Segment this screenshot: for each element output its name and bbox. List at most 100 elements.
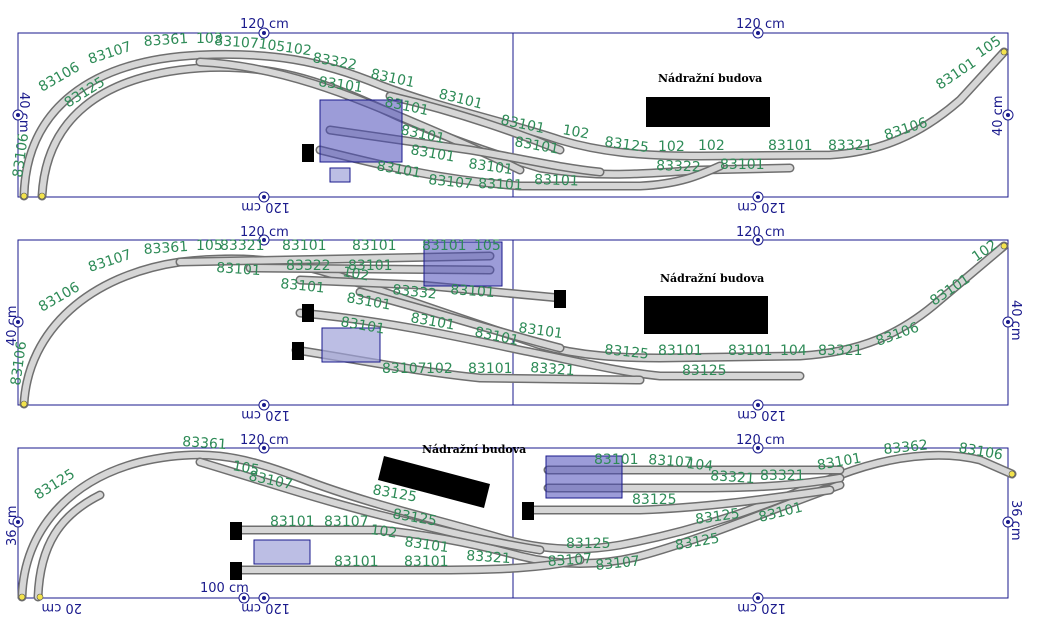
svg-text:83361: 83361	[182, 434, 228, 453]
svg-text:83101: 83101	[317, 74, 363, 96]
board-2-screws	[12, 234, 1014, 411]
svg-text:83101: 83101	[403, 534, 449, 556]
board-2-bottom-dim-left: 120 cm	[241, 407, 290, 422]
buffer-stop-3b	[230, 562, 242, 580]
svg-text:83101: 83101	[422, 238, 467, 254]
board-1-left-dim: 40 cm	[16, 92, 31, 133]
board-3-bottom-dim-right: 120 cm	[737, 600, 786, 615]
buffer-stop-3c	[522, 502, 534, 520]
svg-text:83101: 83101	[345, 290, 392, 313]
svg-text:102: 102	[561, 122, 590, 142]
svg-text:83321: 83321	[760, 468, 805, 484]
station-building-label-1: Nádražní budova	[658, 72, 762, 85]
buffer-stop-3a	[230, 522, 242, 540]
svg-text:104: 104	[686, 456, 714, 475]
platform-1	[319, 99, 403, 163]
svg-text:83101: 83101	[517, 320, 563, 342]
svg-text:83106: 83106	[957, 440, 1004, 464]
svg-text:104: 104	[780, 343, 807, 359]
svg-text:83107: 83107	[428, 172, 474, 193]
svg-text:83101: 83101	[280, 276, 326, 297]
svg-text:83125: 83125	[566, 536, 611, 552]
station-building-2	[644, 296, 768, 334]
svg-text:102: 102	[341, 264, 370, 284]
svg-text:83106: 83106	[10, 132, 32, 178]
svg-text:105102: 105102	[257, 36, 312, 59]
svg-text:83101: 83101	[478, 176, 523, 194]
svg-text:83101: 83101	[339, 314, 386, 337]
svg-text:83101: 83101	[467, 156, 513, 178]
buffer-stop-2c	[292, 342, 304, 360]
svg-text:83101: 83101	[348, 258, 393, 274]
svg-text:83125: 83125	[391, 506, 438, 529]
board-2-top-dim-right: 120 cm	[736, 225, 785, 240]
board-3-dim-20cm: 20 cm	[42, 600, 83, 615]
svg-text:83101: 83101	[728, 343, 773, 359]
buffer-stop-1a	[302, 144, 314, 162]
svg-text:83322: 83322	[311, 50, 358, 73]
svg-text:83125: 83125	[694, 506, 740, 528]
svg-text:83322: 83322	[656, 158, 701, 176]
board-2-right-dim: 40 cm	[1008, 300, 1023, 341]
board-1-top-dim-right: 120 cm	[736, 17, 785, 32]
svg-text:102: 102	[369, 522, 398, 542]
svg-text:83101: 83101	[927, 271, 973, 309]
station-building-label-2: Nádražní budova	[660, 272, 764, 285]
board-1-top-dim-left: 120 cm	[240, 17, 289, 32]
svg-text:83321: 83321	[710, 468, 756, 487]
svg-text:83101: 83101	[594, 452, 639, 468]
svg-text:83107: 83107	[547, 551, 593, 570]
svg-text:83125: 83125	[682, 363, 727, 379]
board-2-part-labels: 83107 83361 105 83321 83101 83101 83101 …	[8, 237, 1000, 386]
board-2: Nádražní budova 120 cm 120 cm 120 cm 120…	[5, 225, 1023, 422]
station-building-label-3: Nádražní budova	[422, 443, 526, 456]
svg-text:102: 102	[658, 139, 685, 155]
svg-text:83101: 83101	[720, 157, 765, 173]
board-2-left-dim: 40 cm	[5, 306, 20, 347]
svg-text:83101: 83101	[404, 554, 449, 570]
station-building-3	[378, 456, 490, 508]
board-3-top-dim-left: 120 cm	[240, 433, 289, 448]
platform-1b	[329, 167, 351, 183]
board-3-top-dim-right: 120 cm	[736, 433, 785, 448]
svg-text:105: 105	[231, 458, 260, 478]
svg-text:83101: 83101	[375, 158, 422, 181]
board-1-right-dim: 40 cm	[991, 96, 1006, 137]
svg-text:102: 102	[698, 138, 725, 154]
board-1-screws	[12, 27, 1014, 203]
svg-text:83362: 83362	[883, 437, 929, 458]
svg-text:83101: 83101	[216, 260, 262, 279]
svg-text:83107: 83107	[648, 452, 694, 471]
svg-text:83101: 83101	[282, 238, 327, 254]
svg-text:83101: 83101	[513, 134, 560, 157]
svg-text:83101: 83101	[816, 450, 863, 473]
svg-text:83101: 83101	[352, 238, 397, 254]
board-3-right-dim: 36 cm	[1008, 500, 1023, 541]
svg-text:83101: 83101	[768, 138, 813, 154]
svg-text:83106: 83106	[874, 319, 921, 349]
svg-text:105: 105	[474, 238, 501, 254]
station-building-1	[646, 97, 770, 127]
svg-text:83101: 83101	[409, 310, 456, 333]
platform-2b	[321, 327, 381, 363]
svg-text:83107: 83107	[214, 33, 260, 52]
svg-text:83106: 83106	[8, 340, 30, 386]
board-1-bottom-dim-right: 120 cm	[737, 199, 786, 214]
svg-text:83101: 83101	[334, 554, 379, 570]
svg-text:83321: 83321	[818, 343, 863, 359]
svg-text:83125: 83125	[603, 134, 649, 156]
platform-2	[423, 241, 503, 287]
svg-text:83321: 83321	[220, 238, 265, 254]
svg-text:83101: 83101	[658, 343, 703, 359]
board-3: Nádražní budova 120 cm 120 cm 120 cm 120…	[5, 433, 1023, 615]
svg-text:83332: 83332	[392, 282, 438, 303]
svg-text:83125: 83125	[371, 482, 418, 505]
svg-text:103: 103	[196, 31, 223, 47]
board-3-dim-100cm: 100 cm	[200, 581, 249, 596]
svg-text:83101: 83101	[468, 361, 513, 377]
svg-text:83322: 83322	[286, 258, 331, 274]
board-1-bottom-dim-left: 120 cm	[241, 199, 290, 214]
board-2-top-dim-left: 120 cm	[240, 225, 289, 240]
board-1: Nádražní budova 120 cm 120 cm 120 cm 120…	[10, 17, 1014, 214]
board-2-tracks	[19, 241, 1009, 409]
